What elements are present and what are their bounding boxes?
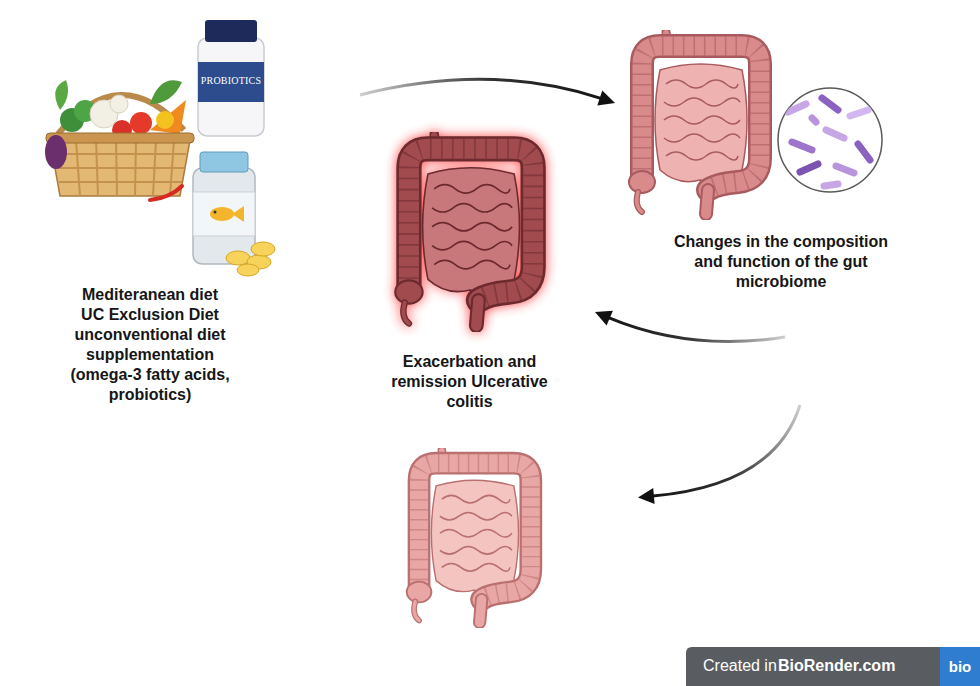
healthy-colon [407, 450, 531, 622]
probiotics-bottle [198, 20, 264, 136]
probiotics-bottle [198, 38, 264, 136]
bacteria-lens [858, 144, 870, 160]
omega3-capsules [237, 264, 259, 276]
bacteria-lens [788, 86, 874, 186]
watermark-text: Created in [703, 656, 777, 676]
vegetable-basket [55, 80, 68, 110]
vegetable-basket [45, 135, 67, 169]
node-text: Mediteranean diet UC Exclusion Diet unco… [69, 285, 231, 405]
connector-line [608, 317, 785, 341]
bacteria-lens [778, 88, 882, 192]
inflamed-colon [395, 134, 533, 326]
vegetable-basket [150, 186, 182, 200]
vegetable-basket [150, 100, 186, 134]
curved-arrow [653, 405, 800, 496]
colon-microbiome [629, 32, 760, 214]
biorender-badge [686, 647, 940, 686]
vegetable-basket [76, 140, 174, 196]
arrow-head [597, 90, 615, 105]
diet-group: Mediteranean diet UC Exclusion Diet unco… [40, 15, 360, 410]
vegetable-basket [110, 95, 128, 113]
bacteria-lens [822, 98, 838, 110]
vegetable-basket [54, 154, 186, 182]
bacteria-lens [862, 86, 874, 96]
curved-connector [595, 311, 785, 342]
inflamed-colon [395, 134, 533, 326]
curved-arrow [638, 488, 655, 504]
bacteria-lens [800, 164, 818, 172]
fish-oil-bottle [232, 206, 244, 222]
inflamed-colon [395, 134, 533, 326]
bacteria-lens [836, 166, 854, 173]
vegetable-basket [150, 80, 182, 104]
vegetable-basket [46, 133, 194, 143]
node-text: Changes in the composition and function … [661, 232, 901, 292]
biorender-badge [686, 647, 980, 686]
bacteria-lens [788, 104, 806, 112]
curved-arrow [638, 405, 800, 504]
fish-oil-bottle [193, 192, 255, 236]
logo-text: bio [940, 657, 980, 677]
fish-oil-bottle [193, 168, 255, 264]
curved-connector [360, 79, 615, 105]
vegetable-basket [130, 112, 152, 134]
fish-oil-bottle [193, 152, 255, 264]
microbiome-group: Changes in the composition and function … [615, 25, 920, 337]
colon-microbiome [629, 32, 760, 214]
watermark-brand: BioRender.com [778, 656, 895, 676]
vegetable-basket [45, 80, 194, 200]
vegetable-basket [50, 140, 190, 196]
fish-oil-bottle [200, 152, 248, 172]
fish-oil-bottle [210, 207, 234, 221]
fish-oil-bottle [214, 211, 217, 214]
healthy-colon [407, 450, 531, 622]
omega3-capsules [251, 242, 275, 256]
connector-line [360, 79, 602, 98]
node-text: Exacerbation and remission Ulcerative co… [382, 352, 557, 412]
arrow-head [595, 311, 613, 326]
bacteria-lens [850, 110, 868, 116]
bacteria-lens [826, 130, 844, 138]
vegetable-basket [156, 111, 174, 129]
bacteria-lens [812, 118, 816, 122]
omega3-capsules [226, 251, 250, 265]
bacteria-lens [824, 184, 838, 186]
bottle-label: PROBIOTICS [198, 75, 264, 87]
bacteria-lens [778, 86, 882, 192]
colitis-group: Exacerbation and remission Ulcerative co… [345, 128, 595, 420]
biorender-badge [940, 647, 980, 686]
probiotics-bottle [205, 20, 257, 42]
omega3-capsules [226, 242, 275, 276]
probiotics-bottle [198, 62, 264, 102]
bacteria-lens [792, 142, 812, 150]
